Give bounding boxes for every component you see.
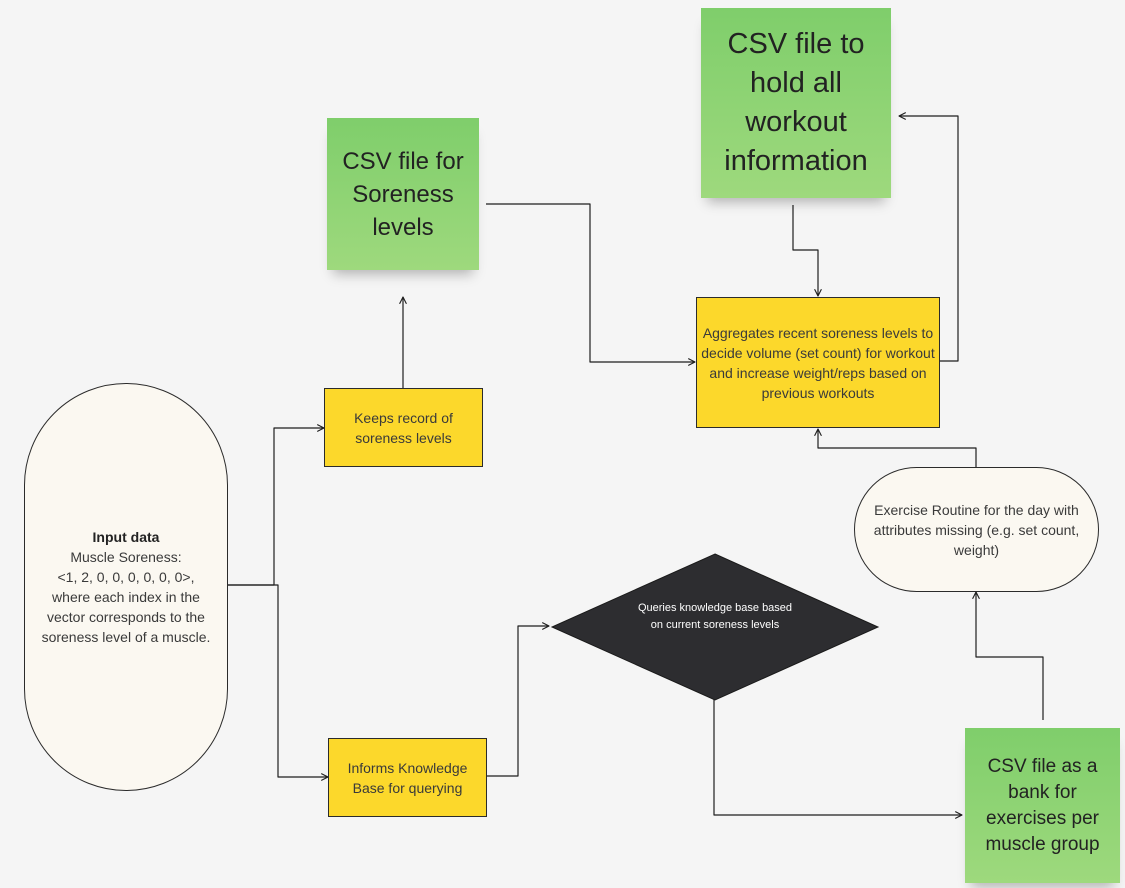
csv-soreness-sticky[interactable]: CSV file for Soreness levels (327, 118, 479, 270)
aggregates-node[interactable]: Aggregates recent soreness levels to dec… (696, 297, 940, 428)
edge-informs-kb-to-queries-kb (487, 622, 550, 777)
edge-csv-bank-to-exercise-routine (972, 591, 1044, 720)
csv-soreness-label: CSV file for Soreness levels (342, 147, 464, 241)
input-data-line4: vector corresponds to the (47, 609, 205, 625)
edge-queries-kb-to-csv-bank (713, 697, 963, 819)
edge-aggregates-to-csv-workout (898, 112, 959, 362)
keeps-record-node[interactable]: Keeps record of soreness levels (324, 388, 483, 467)
edge-exercise-routine-to-aggregates (814, 428, 977, 467)
queries-kb-label: Queries knowledge base based on current … (637, 602, 793, 631)
edge-csv-workout-to-aggregates (792, 205, 822, 297)
input-data-line2: <1, 2, 0, 0, 0, 0, 0, 0>, (57, 569, 195, 585)
exercise-routine-label: Exercise Routine for the day with attrib… (873, 501, 1080, 558)
input-data-line3: where each index in the (52, 589, 200, 605)
keeps-record-label: Keeps record of soreness levels (354, 409, 453, 446)
input-data-node[interactable]: Input data Muscle Soreness: <1, 2, 0, 0,… (24, 383, 228, 791)
input-data-text: Input data Muscle Soreness: <1, 2, 0, 0,… (42, 527, 211, 647)
input-data-line1: Muscle Soreness: (70, 549, 182, 565)
edge-input-to-keeps-record (228, 424, 325, 586)
input-data-line5: soreness level of a muscle. (41, 629, 211, 645)
aggregates-label: Aggregates recent soreness levels to dec… (701, 324, 935, 401)
csv-workout-label: CSV file to hold all workout information (724, 28, 868, 177)
edge-input-to-informs-kb (228, 584, 329, 781)
informs-kb-label: Informs Knowledge Base for querying (347, 759, 468, 796)
csv-bank-sticky[interactable]: CSV file as a bank for exercises per mus… (965, 728, 1120, 883)
exercise-routine-node[interactable]: Exercise Routine for the day with attrib… (854, 467, 1099, 592)
decision-diamond[interactable] (550, 553, 880, 701)
input-data-title: Input data (92, 529, 160, 545)
csv-workout-sticky[interactable]: CSV file to hold all workout information (701, 8, 891, 198)
informs-kb-node[interactable]: Informs Knowledge Base for querying (328, 738, 487, 817)
csv-bank-label: CSV file as a bank for exercises per mus… (985, 755, 1100, 855)
edge-csv-soreness-to-aggregates (486, 203, 696, 366)
